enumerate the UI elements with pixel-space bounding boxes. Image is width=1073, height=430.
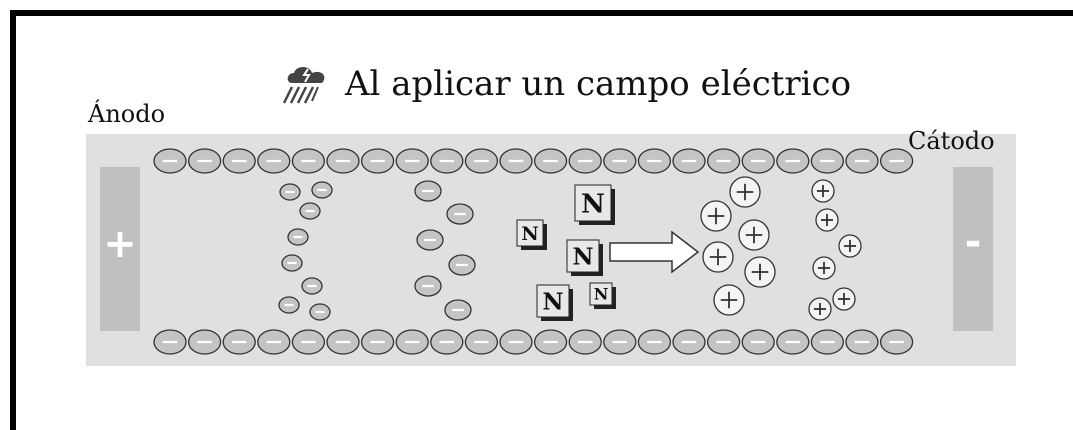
wall-negative-ion-top — [603, 148, 637, 174]
wall-negative-ion-top — [776, 148, 810, 174]
wall-negative-ion-bottom — [637, 329, 672, 355]
negative-ion — [444, 299, 472, 321]
wall-negative-ion-bottom — [672, 329, 706, 355]
negative-ion — [287, 228, 309, 246]
neutral-label: N — [581, 189, 605, 219]
negative-ion — [301, 277, 323, 295]
wall-negative-ion-top — [222, 148, 256, 174]
positive-ion — [744, 256, 776, 288]
wall-negative-ion-top — [568, 148, 602, 174]
positive-ion — [815, 208, 839, 232]
anode-plus-sign: + — [103, 221, 137, 267]
wall-negative-ion-bottom — [533, 329, 568, 355]
positive-ion — [838, 234, 862, 258]
wall-negative-ion-top — [706, 148, 741, 174]
cathode-electrode: - — [953, 167, 993, 331]
wall-negative-ion-top — [464, 148, 499, 174]
wall-negative-ion-bottom — [499, 329, 533, 355]
positive-ion — [713, 284, 745, 316]
wall-negative-ion-bottom — [153, 329, 187, 355]
wall-negative-ion-bottom — [603, 329, 637, 355]
cathode-label: Cátodo — [908, 127, 995, 155]
negative-ion — [309, 303, 331, 321]
wall-negative-ion-top — [845, 148, 879, 174]
neutral-molecule: N — [574, 184, 615, 225]
wall-negative-ion-bottom — [706, 329, 741, 355]
wall-negative-ion-top — [741, 148, 775, 174]
wall-negative-ion-bottom — [568, 329, 602, 355]
positive-ion — [700, 200, 732, 232]
wall-negative-ion-top — [187, 148, 222, 174]
wall-negative-ion-top — [360, 148, 395, 174]
negative-ion — [311, 181, 333, 199]
flow-arrow — [609, 230, 700, 274]
negative-ion — [414, 180, 442, 202]
diagram-title: Al aplicar un campo eléctrico — [345, 64, 852, 104]
anode-electrode: + — [100, 167, 140, 331]
negative-ion — [299, 202, 321, 220]
wall-negative-ion-top — [499, 148, 533, 174]
wall-negative-ion-bottom — [810, 329, 845, 355]
wall-negative-ion-top — [291, 148, 326, 174]
wall-negative-ion-top — [395, 148, 429, 174]
wall-negative-ion-top — [153, 148, 187, 174]
wall-negative-ion-bottom — [879, 329, 914, 355]
negative-ion — [446, 203, 474, 225]
wall-negative-ion-bottom — [360, 329, 395, 355]
positive-ion — [812, 256, 836, 280]
wall-negative-ion-bottom — [845, 329, 879, 355]
negative-ion — [448, 254, 476, 276]
storm-cloud-icon — [282, 67, 325, 104]
negative-ion — [279, 183, 301, 201]
cathode-minus-sign: - — [964, 219, 982, 265]
wall-negative-ion-bottom — [776, 329, 810, 355]
diagram-frame — [10, 10, 1073, 430]
wall-negative-ion-top — [810, 148, 845, 174]
wall-negative-ion-bottom — [741, 329, 775, 355]
wall-negative-ion-bottom — [326, 329, 360, 355]
wall-negative-ion-top — [430, 148, 464, 174]
wall-negative-ion-bottom — [257, 329, 291, 355]
positive-ion — [811, 179, 835, 203]
neutral-label: N — [572, 243, 593, 270]
wall-negative-ion-top — [879, 148, 914, 174]
neutral-molecule: N — [566, 239, 603, 276]
negative-ion — [278, 296, 300, 314]
neutral-label: N — [594, 285, 609, 304]
positive-ion — [808, 297, 832, 321]
positive-ion — [729, 176, 761, 208]
wall-negative-ion-bottom — [464, 329, 499, 355]
wall-negative-ion-bottom — [395, 329, 429, 355]
wall-negative-ion-bottom — [430, 329, 464, 355]
neutral-label: N — [521, 223, 538, 245]
wall-negative-ion-bottom — [291, 329, 326, 355]
positive-ion — [738, 219, 770, 251]
mobile-ions — [278, 176, 862, 321]
positive-ion — [702, 241, 734, 273]
anode-label: Ánodo — [88, 100, 166, 128]
positive-ion — [832, 287, 856, 311]
wall-negative-ion-bottom — [187, 329, 222, 355]
neutral-label: N — [542, 288, 563, 315]
wall-negative-ion-top — [533, 148, 568, 174]
neutral-molecule: N — [589, 282, 616, 309]
wall-negative-ion-top — [672, 148, 706, 174]
negative-ion — [281, 254, 303, 272]
wall-negative-ion-top — [326, 148, 360, 174]
negative-ion — [414, 275, 442, 297]
neutral-molecule: N — [516, 219, 547, 250]
wall-negative-ion-top — [257, 148, 291, 174]
wall-negative-ion-bottom — [222, 329, 256, 355]
wall-negative-ion-top — [637, 148, 672, 174]
neutral-molecule: N — [536, 284, 573, 321]
negative-ion — [416, 229, 444, 251]
wall-ions — [153, 148, 914, 355]
